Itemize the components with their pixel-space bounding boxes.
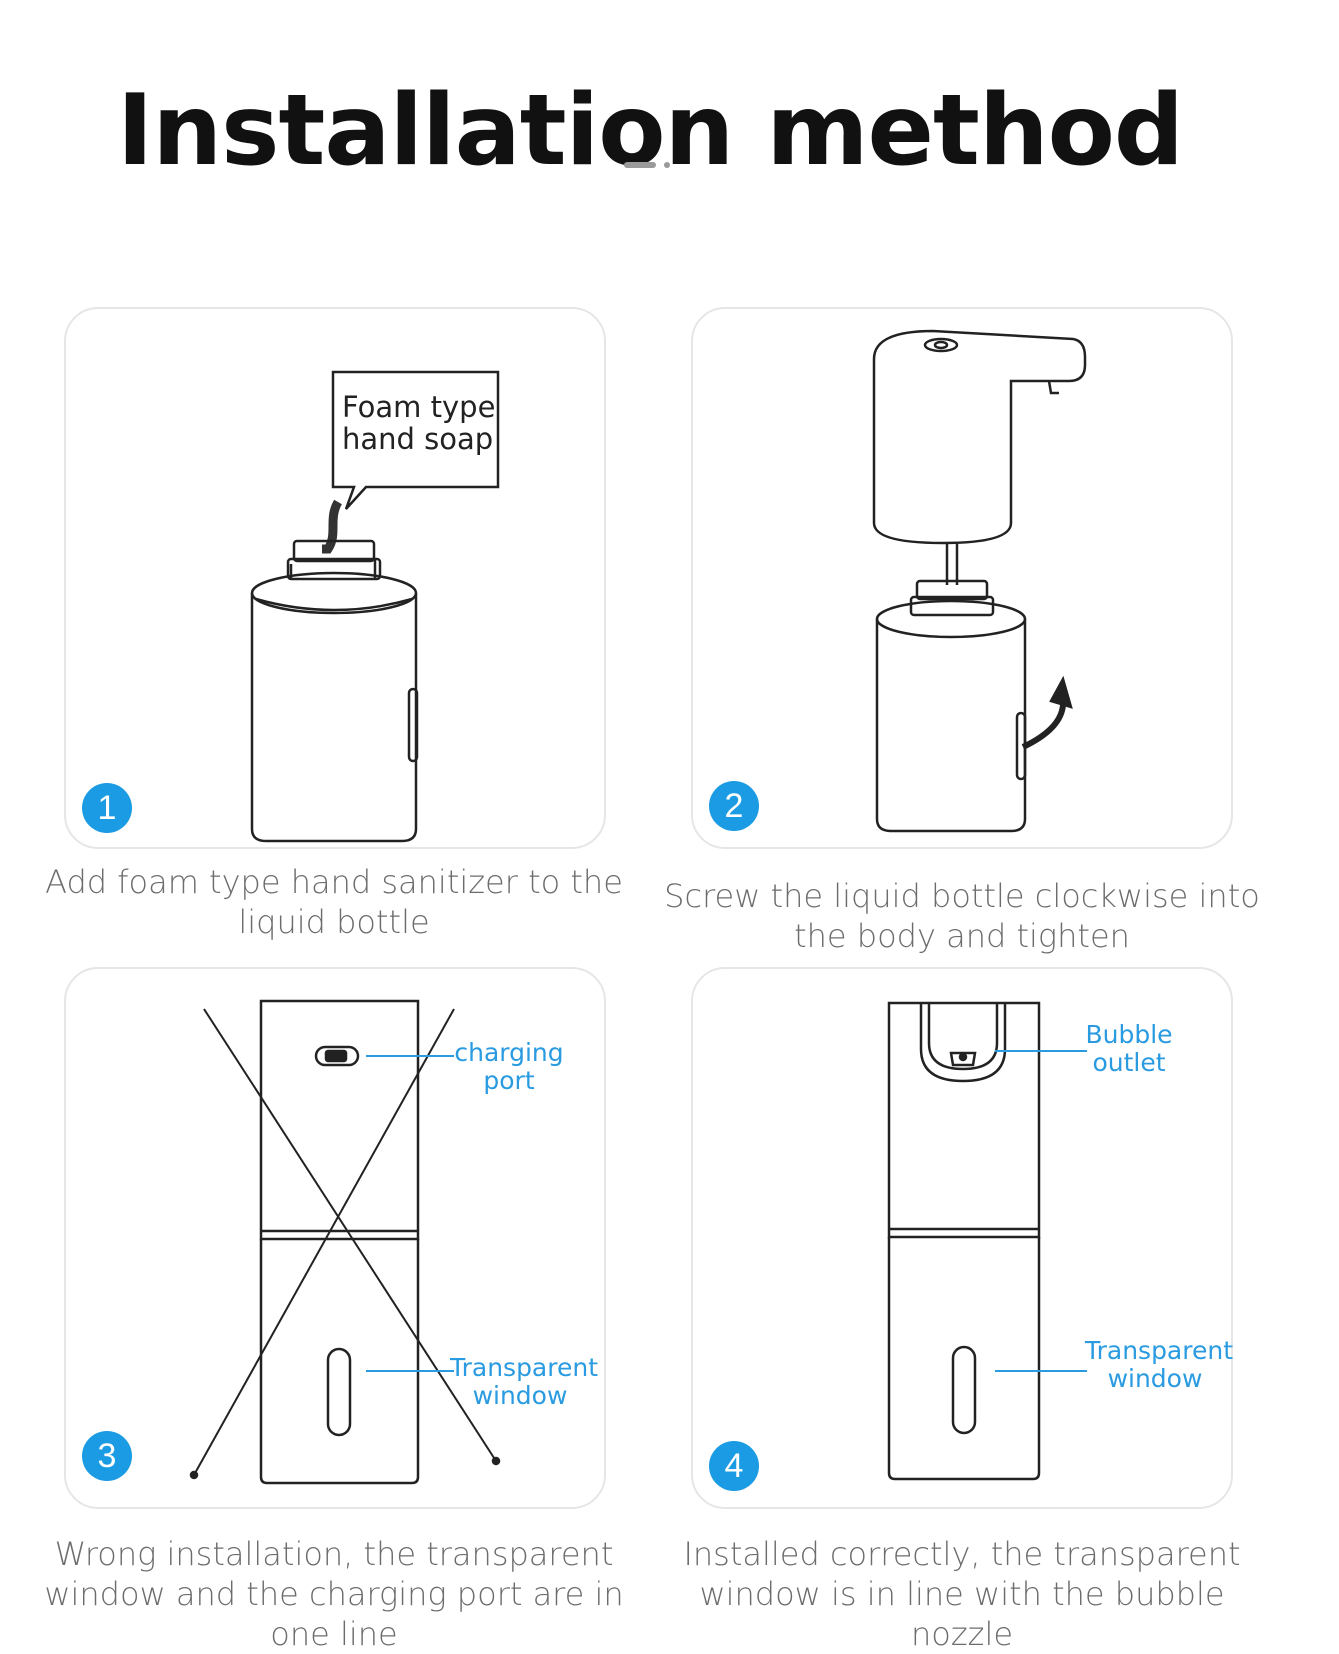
callout-line-2: window: [1107, 1364, 1203, 1393]
callout-line-2: window: [472, 1381, 568, 1410]
step-2-caption: Screw the liquid bottle clockwise into t…: [664, 877, 1260, 955]
callout-line-1: Bubble: [1085, 1020, 1173, 1049]
title-divider: [624, 162, 670, 168]
step-4-illustration: [887, 1001, 1087, 1481]
callout-bubble-outlet: Bubble outlet: [1077, 1021, 1181, 1077]
page-title: Installation method: [116, 73, 1184, 188]
step-1-caption: Add foam type hand sanitizer to the liqu…: [45, 863, 623, 941]
step-badge-2: 2: [709, 781, 759, 831]
speech-line-2: hand soap: [342, 422, 494, 456]
step-3-caption: Wrong installation, the transparent wind…: [44, 1535, 624, 1653]
callout-line-2: outlet: [1092, 1048, 1166, 1077]
step-badge-1: 1: [82, 783, 132, 833]
callout-line-1: Transparent: [1085, 1336, 1234, 1365]
step-badge-4: 4: [709, 1441, 759, 1491]
step-2-panel: 2: [691, 307, 1233, 849]
step-2-illustration: [872, 329, 1087, 833]
callout-transparent-window: Transparent window: [450, 1353, 599, 1410]
step-4-panel: Bubble outlet Transparent window 4: [691, 967, 1233, 1509]
step-1-panel: Foam type hand soap 1: [64, 307, 606, 849]
callout-transparent-window: Transparent window: [1085, 1336, 1234, 1393]
step-1-illustration: [250, 370, 500, 843]
callout-line-2: port: [483, 1066, 535, 1095]
speech-bubble-text: Foam type hand soap: [342, 391, 495, 455]
step-4-caption: Installed correctly, the transparent win…: [683, 1535, 1241, 1653]
speech-line-1: Foam type: [342, 390, 496, 424]
callout-line-1: Transparent: [450, 1353, 599, 1382]
callout-charging-port: charging port: [454, 1039, 564, 1095]
step-badge-3: 3: [82, 1431, 132, 1481]
step-3-panel: charging port Transparent window 3: [64, 967, 606, 1509]
step-3-illustration: [189, 999, 501, 1485]
callout-line-1: charging: [454, 1038, 564, 1067]
